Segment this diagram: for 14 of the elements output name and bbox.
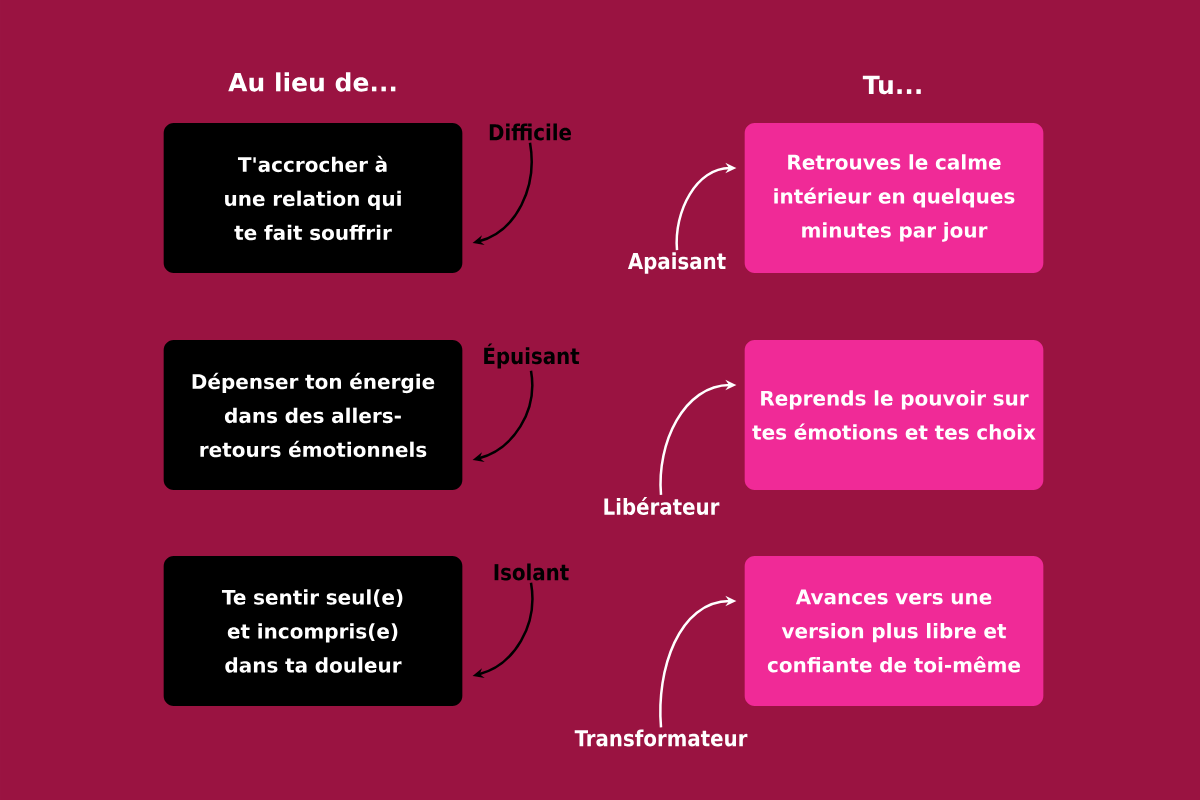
box-with-text: Avances vers une version plus libre et confiante de toi-même xyxy=(744,556,1044,706)
word-label: Libérateur xyxy=(604,497,720,515)
column-heading: Au lieu de... xyxy=(228,72,396,92)
word-label: Transformateur xyxy=(574,729,748,747)
box-with-text: Dépenser ton énergie dans des allers-retours émotionnels xyxy=(163,340,463,490)
box-with-text: T'accrocher à une relation qui te fait souffrir xyxy=(163,123,463,273)
word-label: Épuisant xyxy=(484,343,580,369)
word-label: Difficile xyxy=(489,123,572,141)
word-label: Apaisant xyxy=(627,252,726,274)
column-heading: Tu... xyxy=(862,75,921,95)
box-with-text: Retrouves le calme intérieur en quelques minutes par jour xyxy=(744,123,1044,273)
box-with-text: Te sentir seul(e) et incompris(e) dans ta douleur xyxy=(163,556,463,706)
word-label: Isolant xyxy=(494,563,569,581)
box-with-text: Reprends le pouvoir sur tes émotions et tes choix xyxy=(744,340,1044,490)
